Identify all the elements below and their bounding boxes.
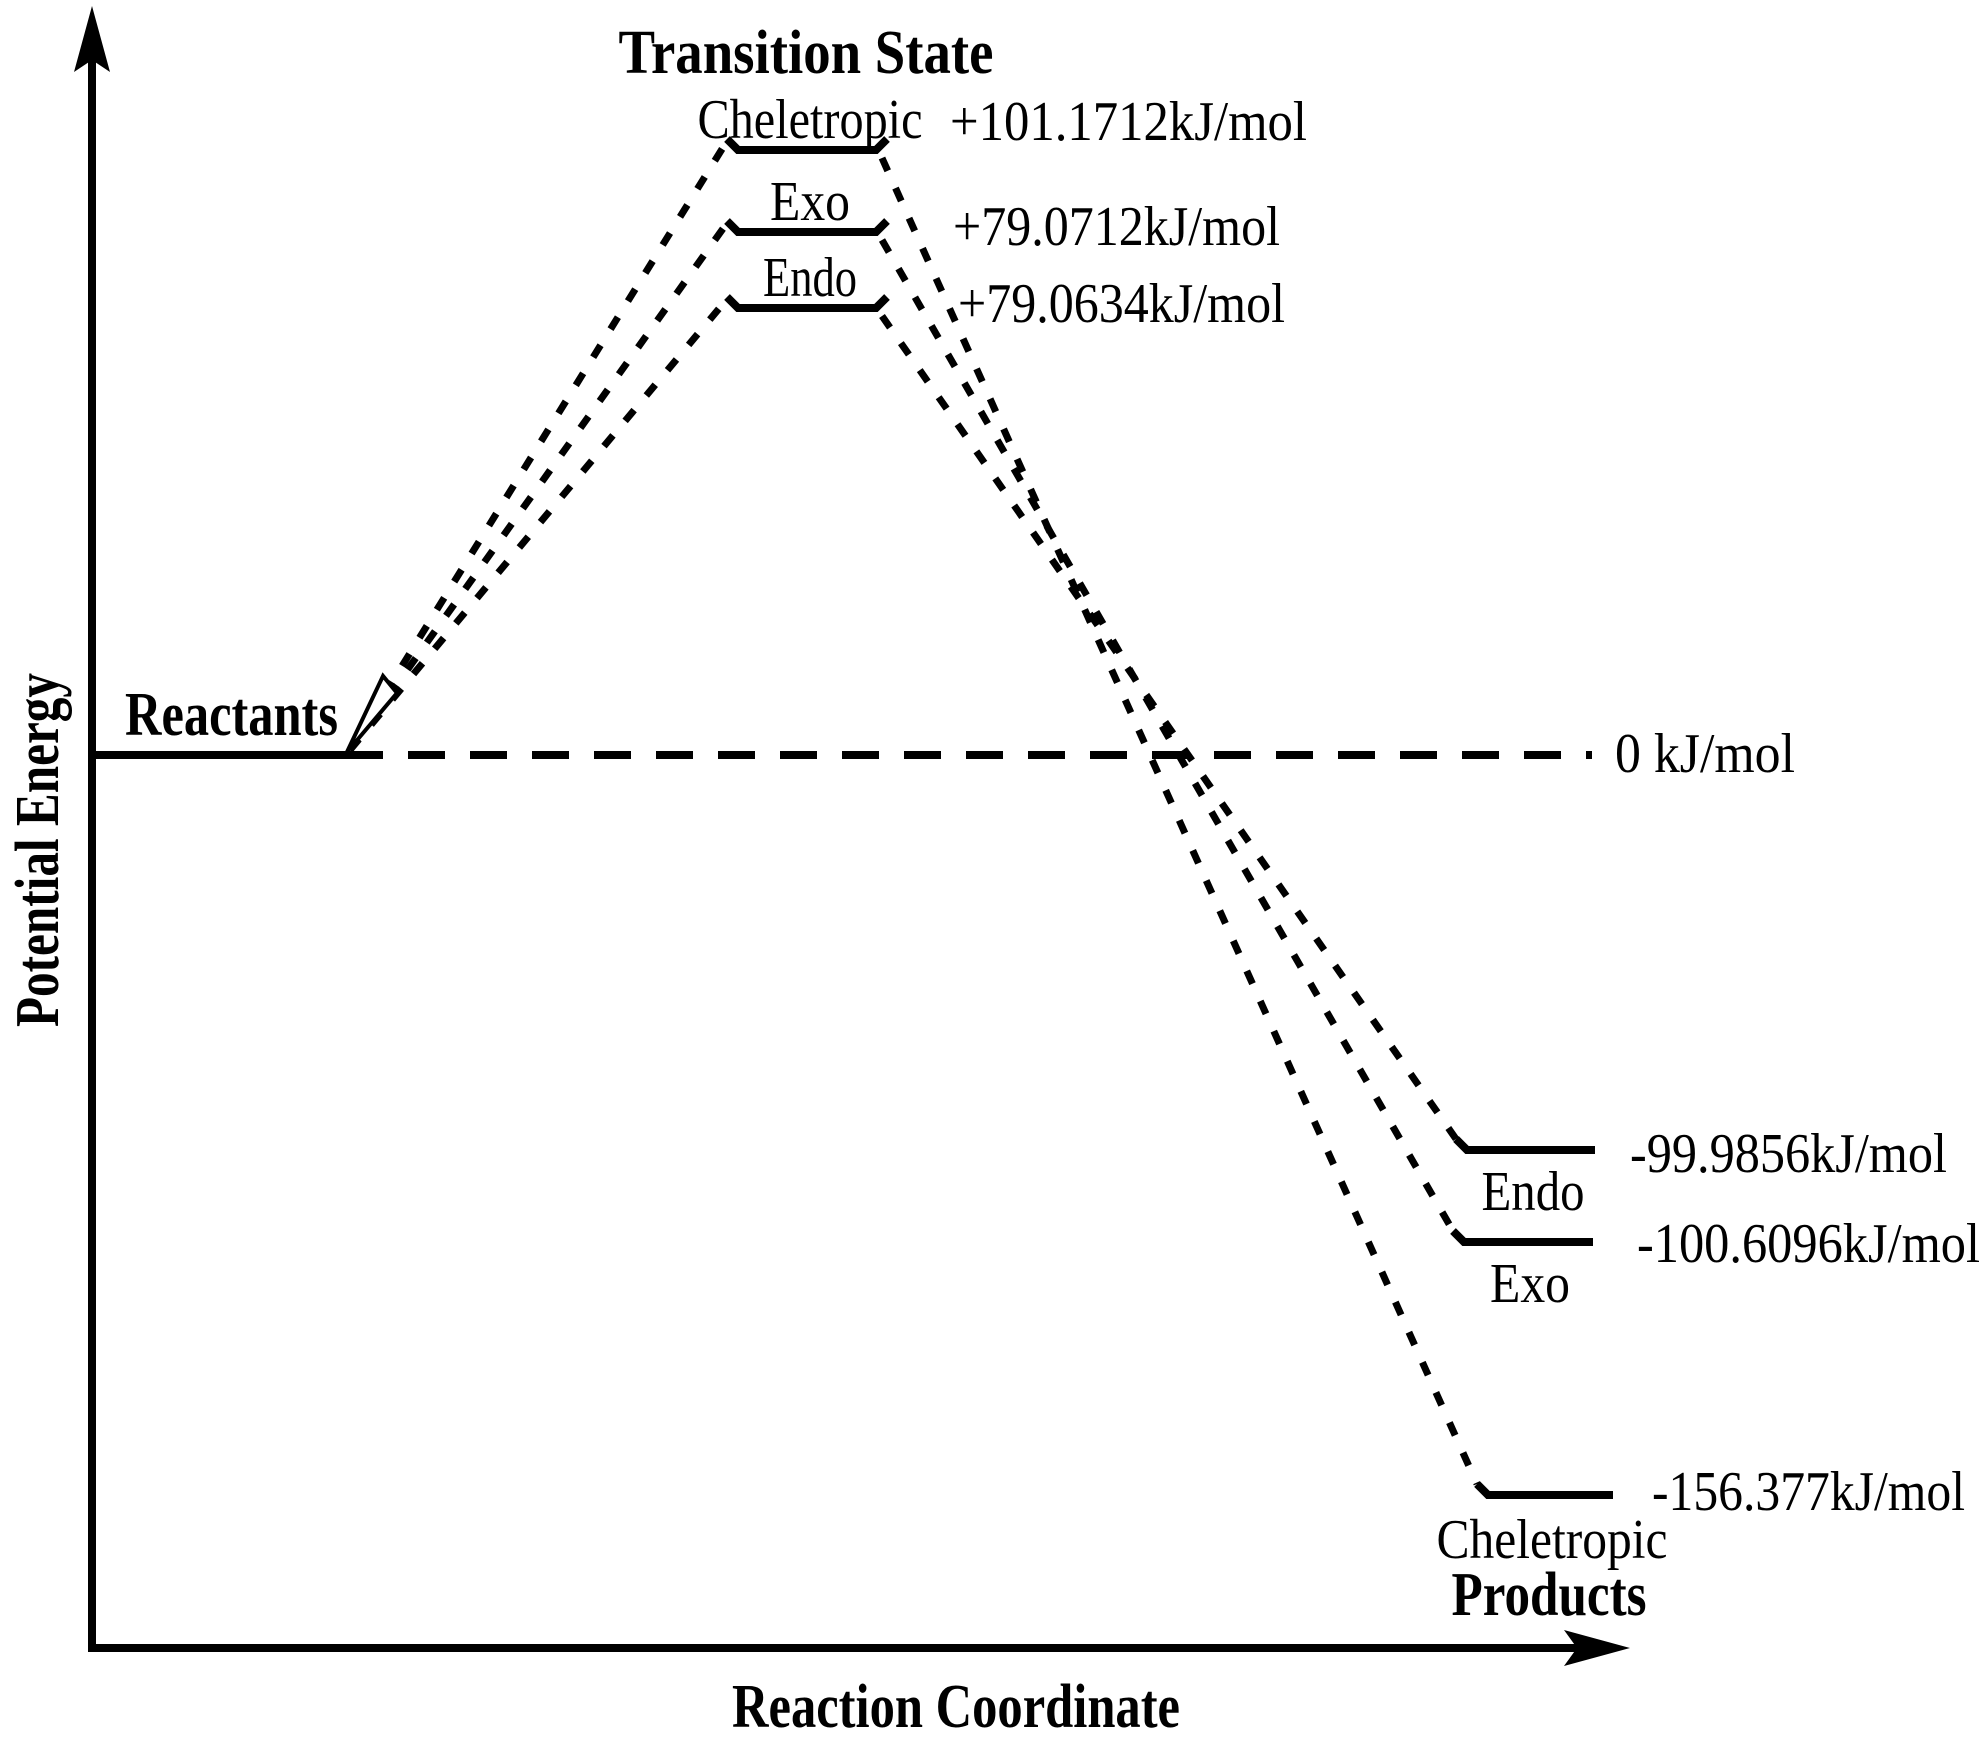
rising-connector-endo (347, 296, 730, 753)
ts-level-line-endo (724, 294, 890, 312)
ts-name-exo: Exo (770, 171, 850, 233)
ts-name-cheletropic: Cheletropic (698, 89, 923, 151)
y-axis-arrowhead-icon (74, 6, 110, 72)
x-axis-arrowhead-icon (1564, 1630, 1630, 1666)
falling-connector-cheletropic (878, 156, 1481, 1486)
product-level-line-exo (1450, 1228, 1593, 1246)
y-axis-label: Potential Energy (4, 673, 72, 1027)
ts-energy-exo: +79.0712kJ/mol (953, 196, 1280, 258)
ts-level-line-exo (724, 218, 890, 236)
ts-name-endo: Endo (763, 247, 857, 309)
rising-connector-exo (347, 220, 730, 753)
product-name-exo: Exo (1490, 1253, 1570, 1315)
ts-energy-cheletropic: +101.1712kJ/mol (950, 91, 1307, 153)
product-level-line-cheletropic (1474, 1481, 1613, 1499)
transition-state-heading: Transition State (619, 19, 994, 87)
connector-convergence-wedge (345, 672, 400, 754)
zero-reference-label: 0 kJ/mol (1615, 723, 1795, 785)
products-label: Products (1452, 1561, 1647, 1629)
x-axis-label: Reaction Coordinate (732, 1673, 1180, 1741)
falling-connector-exo (878, 238, 1457, 1233)
product-energy-cheletropic: -156.377kJ/mol (1652, 1461, 1965, 1523)
ts-energy-endo: +79.0634kJ/mol (958, 273, 1285, 335)
product-level-line-endo (1453, 1136, 1595, 1154)
product-energy-endo: -99.9856kJ/mol (1630, 1123, 1947, 1185)
product-name-cheletropic: Cheletropic (1437, 1509, 1668, 1571)
product-energy-exo: -100.6096kJ/mol (1637, 1213, 1980, 1275)
falling-connector-endo (879, 313, 1459, 1142)
rising-connector-cheletropic (347, 139, 730, 752)
product-name-endo: Endo (1482, 1161, 1585, 1223)
reactants-label: Reactants (125, 681, 338, 749)
ts-level-line-cheletropic (724, 136, 890, 154)
